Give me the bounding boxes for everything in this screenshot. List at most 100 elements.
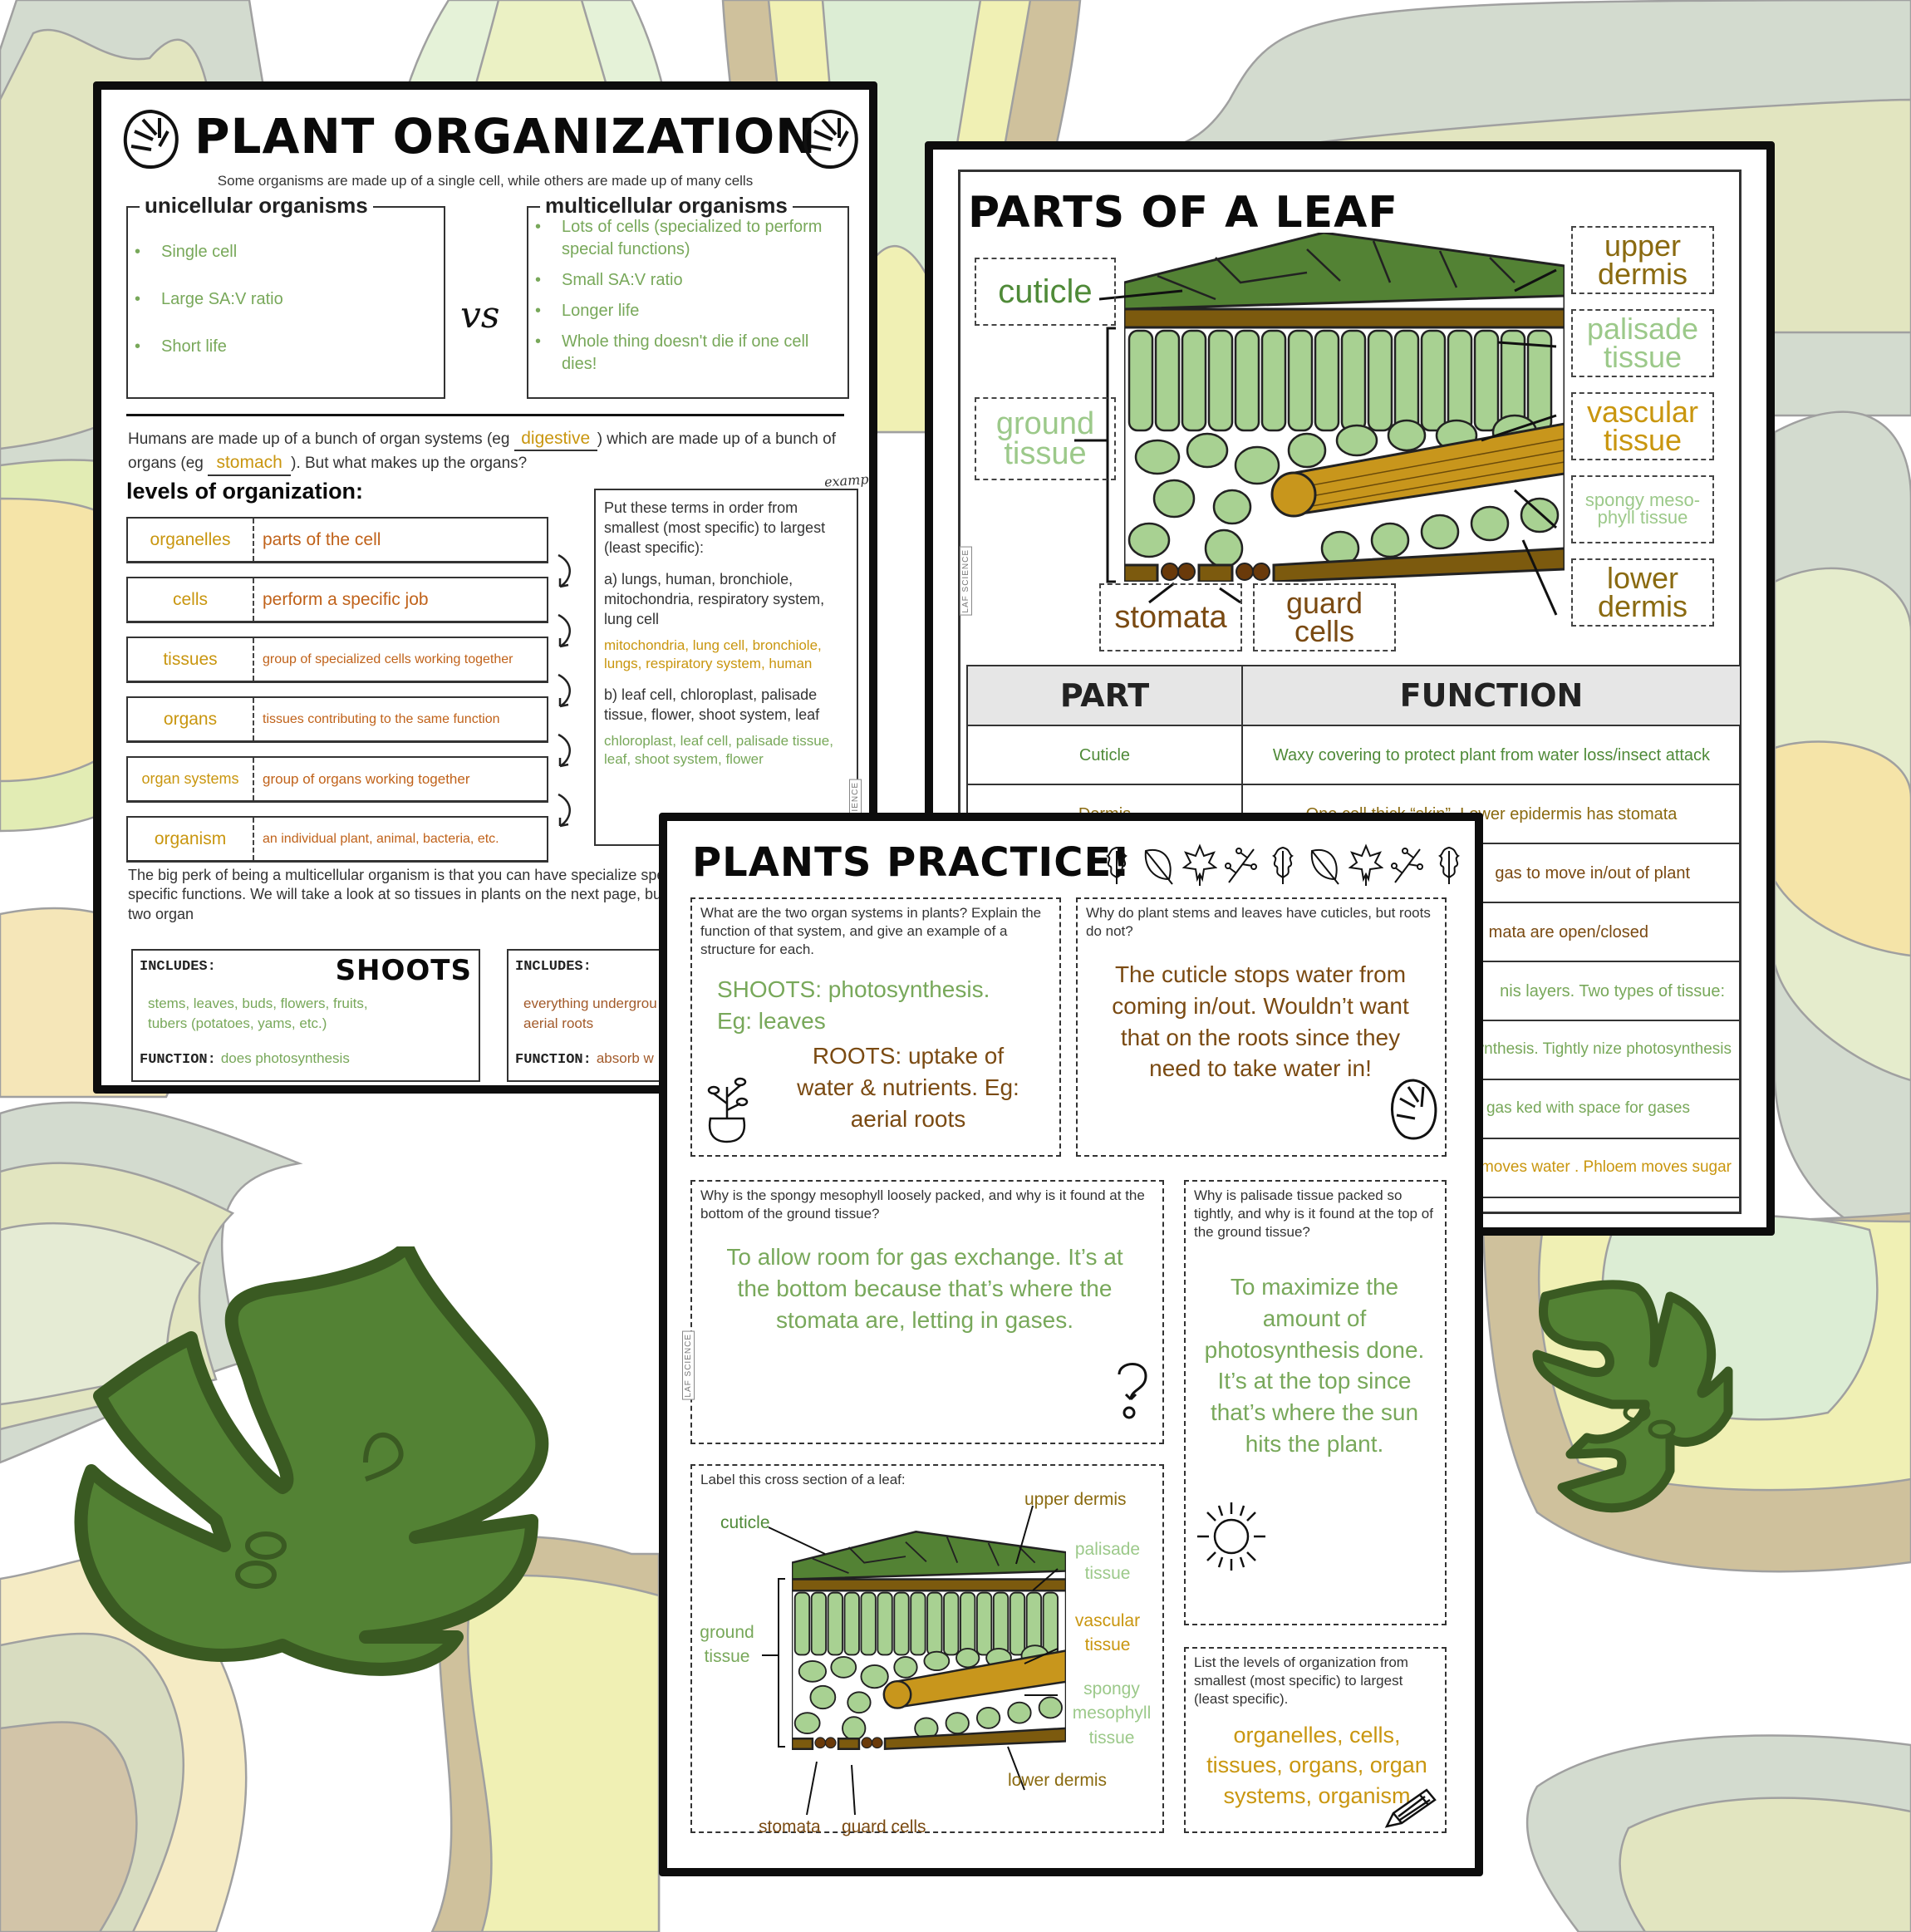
label-stomata: stomata [1099,583,1242,651]
question-box-palisade: Why is palisade tissue packed so tightly… [1184,1180,1447,1625]
label-lower-dermis: lower dermis [1571,558,1714,627]
label-cuticle: cuticle [720,1513,770,1532]
monstera-leaf-large-icon [74,1246,549,1676]
sun-icon [1197,1502,1265,1571]
label-spongy-mesophyll: spongy mesophyll tissue [1072,1679,1152,1748]
roots-includes: everything undergrou aerial roots [523,995,657,1031]
question-text: Why do plant stems and leaves have cutic… [1086,905,1431,940]
list-item: Single cell [128,241,283,263]
blank-organ: stomach [208,451,292,476]
intro-paragraph: Humans are made up of a bunch of organ s… [128,427,859,476]
shoots-heading: SHOOTS [335,954,472,987]
monstera-outline-icon [1391,1079,1437,1140]
shoots-includes: stems, leaves, buds, flowers, fruits, tu… [148,995,368,1031]
leaf-icon [1473,843,1483,886]
oak-leaf-icon [1438,846,1460,884]
label-vascular: vascular tissue [1074,1611,1141,1655]
list-item: Short life [128,336,283,358]
answer-text: organelles, cells, tissues, organs, orga… [1206,1723,1427,1808]
label-palisade-tissue: palisade tissue [1571,309,1714,377]
multicellular-list: Lots of cells (specialized to perform sp… [528,216,836,376]
answer-text: To allow room for gas exchange. It’s at … [726,1244,1123,1333]
question-mark-icon [1118,1363,1147,1419]
question-text: What are the two organ systems in plants… [700,905,1042,958]
list-item: Large SA:V ratio [128,288,283,311]
list-item: Longer life [528,300,836,322]
question-box-spongy-mesophyll: Why is the spongy mesophyll loosely pack… [690,1180,1164,1444]
monstera-leaf-small-icon [1532,1280,1733,1513]
column-header-part: PART [966,665,1243,726]
potted-plant-icon [707,1077,749,1143]
label-vascular-tissue: vascular tissue [1571,392,1714,460]
maple-leaf-icon [1349,843,1383,886]
curved-arrow-icon [558,673,571,708]
label-palisade: palisade tissue [1074,1540,1141,1584]
curved-arrow-icon [558,553,571,588]
oak-leaf-icon [1272,846,1294,884]
watermark: LAF SCIENCE [960,547,972,616]
multicellular-box: multicellular organisms Lots of cells (s… [527,193,849,399]
question-box-cuticles: Why do plant stems and leaves have cutic… [1076,897,1447,1157]
question-text: List the levels of organization from sma… [1194,1654,1408,1708]
leaf-cross-section-diagram [1124,233,1565,582]
order-question-b: b) leaf cell, chloroplast, palisade tiss… [604,686,820,723]
curved-arrow-icon [558,733,571,768]
leaf-icon [1144,848,1173,885]
label-guard-cells: guard cells [1253,583,1396,651]
pencil-icon [1384,1788,1437,1828]
page-title: PLANTS PRACTICE! [692,839,1132,886]
question-text: Why is palisade tissue packed so tightly… [1194,1187,1433,1241]
label-upper-dermis: upper dermis [1571,226,1714,294]
page-title: PLANT ORGANIZATION [194,108,817,165]
examples-note: examples [823,469,877,490]
label-ground-tissue: ground tissue [700,1623,754,1667]
shoots-box: INCLUDES: SHOOTS stems, leaves, buds, fl… [131,949,480,1082]
berry-branch-icon [1391,848,1423,883]
unicellular-box: unicellular organisms Single cell Large … [126,193,445,399]
label-cuticle: cuticle [975,258,1116,326]
list-item: Lots of cells (specialized to perform sp… [528,216,836,261]
curved-arrow-icon [558,613,571,648]
label-ground-tissue: ground tissue [975,397,1116,480]
monstera-outline-icon [123,109,179,169]
answer-roots: ROOTS: uptake of water & nutrients. Eg: … [797,1043,1019,1132]
label-stomata: stomata [759,1817,821,1836]
question-text: Label this cross section of a leaf: [700,1472,906,1487]
list-item: Small SA:V ratio [528,269,836,292]
worksheet-plants-practice: PLANTS PRACTICE! What are the two organ … [659,813,1483,1876]
decorative-leaf-row [1099,843,1483,886]
curved-arrow-icon [558,793,571,828]
list-item: Whole thing doesn't die if one cell dies… [528,331,836,376]
label-guard-cells: guard cells [842,1817,926,1836]
answer-shoots: SHOOTS: photosynthesis. Eg: leaves [717,976,990,1034]
leaf-cross-section-diagram [792,1530,1066,1751]
label-spongy-mesophyll: spongy meso-phyll tissue [1571,475,1714,543]
levels-heading: levels of organization: [126,479,364,504]
question-box-organ-systems: What are the two organ systems in plants… [690,897,1061,1157]
berry-branch-icon [1225,848,1257,883]
question-box-label-leaf: Label this cross section of a leaf: [690,1464,1164,1836]
label-upper-dermis: upper dermis [1024,1490,1127,1509]
unicellular-heading: unicellular organisms [140,193,373,219]
order-answer-b: chloroplast, leaf cell, palisade tissue,… [604,732,833,768]
vs-label: vs [460,294,500,337]
shoots-function: does photosynthesis [220,1050,350,1066]
divider [126,414,844,416]
leaf-icon [1310,848,1339,885]
order-answer-a: mitochondria, lung cell, bronchiole, lun… [604,637,822,672]
subtitle: Some organisms are made up of a single c… [217,173,754,189]
question-box-levels: List the levels of organization from sma… [1184,1647,1447,1833]
monstera-outline-icon [803,109,858,169]
roots-function: absorb w [596,1050,654,1066]
order-question-a: a) lungs, human, bronchiole, mitochondri… [604,570,825,627]
blank-organ-system: digestive [513,427,597,452]
label-lower-dermis: lower dermis [1008,1771,1108,1790]
maple-leaf-icon [1182,843,1217,886]
